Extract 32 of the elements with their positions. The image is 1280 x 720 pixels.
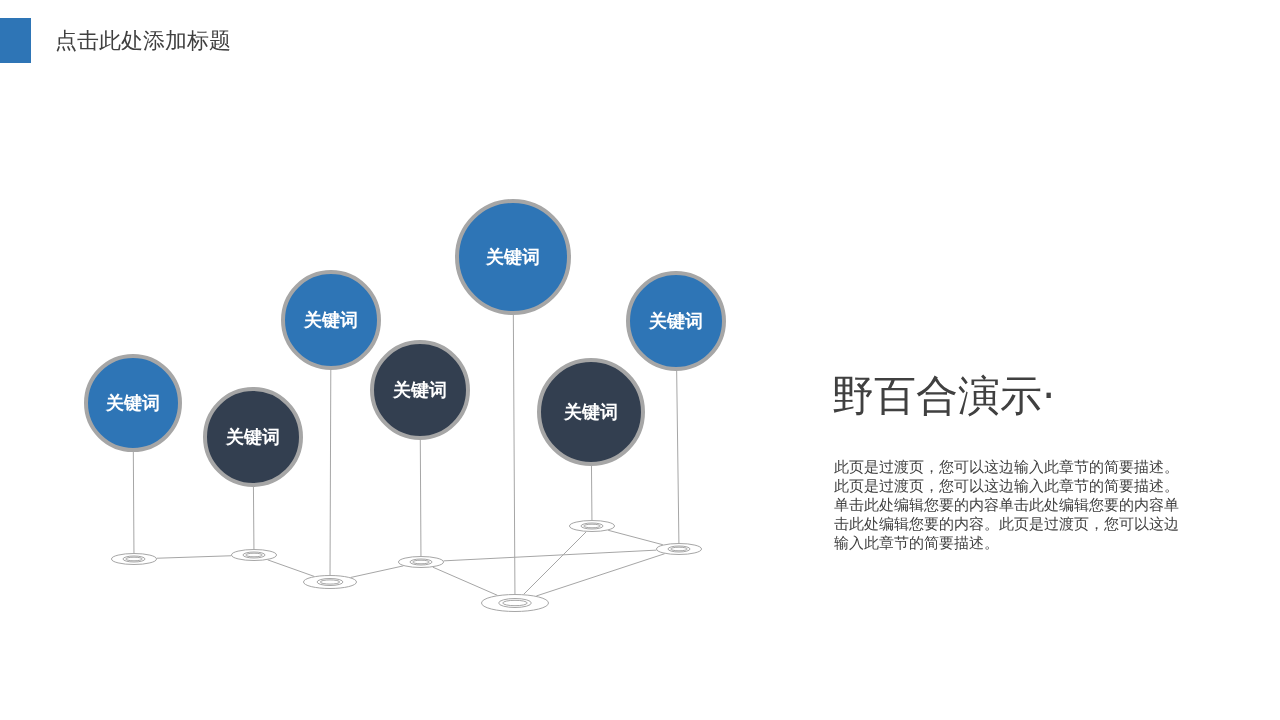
keyword-text: 关键词 — [226, 426, 280, 448]
connector-line — [329, 369, 332, 576]
keyword-text: 关键词 — [304, 309, 358, 331]
connector-line — [535, 553, 666, 597]
connector-line — [607, 529, 664, 546]
base-ring — [231, 549, 277, 561]
keyword-text: 关键词 — [564, 401, 618, 423]
connector-line — [419, 439, 422, 557]
connector-line — [156, 555, 232, 559]
keyword-text: 关键词 — [486, 246, 540, 268]
connector-line — [676, 370, 680, 544]
connector-line — [590, 465, 593, 521]
connector-line — [523, 531, 587, 595]
connector-line — [132, 451, 135, 554]
base-ring — [569, 520, 615, 532]
base-ring — [398, 556, 444, 568]
connector-line — [350, 565, 404, 578]
keyword-text: 关键词 — [393, 379, 447, 401]
base-ring — [303, 575, 357, 589]
base-ring — [656, 543, 702, 555]
description-paragraph: 此页是过渡页，您可以这边输入此章节的简要描述。此页是过渡页，您可以这边输入此章节的简要描述。单击此处编辑您要的内容单击此处编辑您要的内容单击此处编辑您要的内容。此页是过渡页，您可以这边输入此章节的简要描述。 — [834, 458, 1180, 553]
connector-line — [267, 559, 315, 577]
keyword-text: 关键词 — [649, 310, 703, 332]
connector-line — [252, 486, 255, 550]
base-ring — [481, 594, 549, 612]
slide-title: 点击此处添加标题 — [55, 27, 231, 55]
connector-line — [512, 314, 516, 595]
keyword-text: 关键词 — [106, 392, 160, 414]
connector-line — [432, 566, 498, 596]
base-ring — [111, 553, 157, 565]
section-heading: 野百合演示· — [832, 370, 1056, 422]
connector-line — [443, 549, 657, 562]
